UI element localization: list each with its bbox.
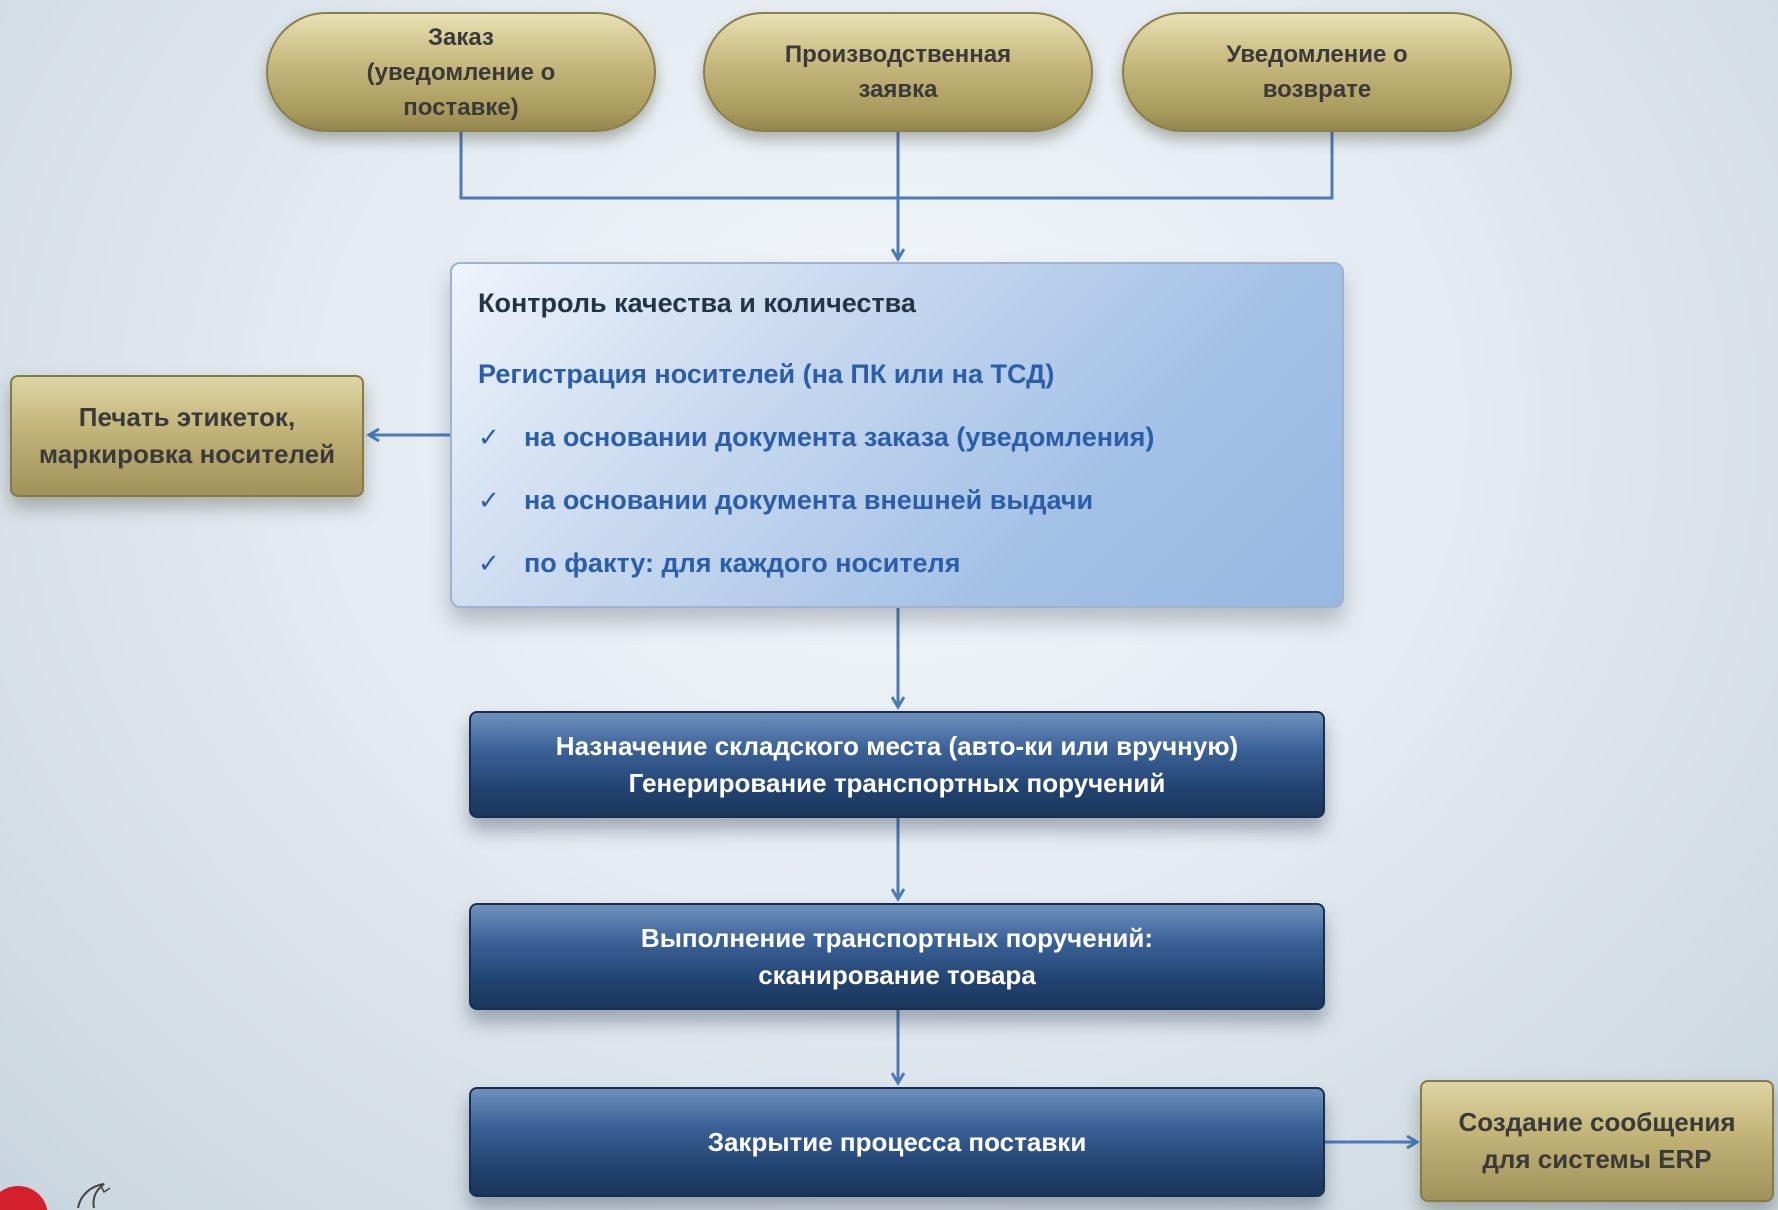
order-notice-label: Заказ (уведомление о поставке): [366, 23, 556, 121]
order-notice-node: Заказ (уведомление о поставке): [266, 12, 656, 132]
return-notice-node: Уведомление о возврате: [1122, 12, 1512, 132]
closing-label: Закрытие процесса поставки: [707, 1126, 1087, 1157]
carrier-registration-label: Регистрация носителей (на ПК или на ТСД): [478, 359, 1055, 389]
execution-label: Выполнение транспортных поручений: скани…: [640, 922, 1154, 990]
execution-node: Выполнение транспортных поручений: скани…: [469, 903, 1325, 1010]
closing-node: Закрытие процесса поставки: [469, 1087, 1325, 1197]
erp-message-label: Создание сообщения для системы ERP: [1458, 1107, 1736, 1174]
label-printing-node: Печать этикеток, маркировка носителей: [10, 375, 364, 497]
logo-icon: [0, 1183, 111, 1210]
label-printing-label: Печать этикеток, маркировка носителей: [38, 402, 336, 469]
erp-message-node: Создание сообщения для системы ERP: [1420, 1080, 1774, 1202]
check-icon: ✓: [478, 485, 500, 515]
check-icon: ✓: [478, 548, 500, 578]
assignment-node: Назначение складского места (авто-ки или…: [469, 711, 1325, 818]
return-notice-label: Уведомление о возврате: [1226, 41, 1408, 103]
assignment-label: Назначение складского места (авто-ки или…: [555, 730, 1239, 798]
quality-control-node: Контроль качества и количества Регистрац…: [450, 262, 1344, 608]
qc-item-label: по факту: для каждого носителя: [524, 548, 961, 578]
quality-control-title: Контроль качества и количества: [478, 288, 916, 318]
production-request-node: Производственная заявка: [703, 12, 1093, 132]
production-request-label: Производственная заявка: [784, 41, 1012, 103]
qc-item-external-issue-document: ✓ на основании документа внешней выдачи: [478, 485, 1316, 516]
qc-item-label: на основании документа заказа (уведомлен…: [524, 422, 1155, 452]
check-icon: ✓: [478, 422, 500, 452]
qc-item-per-carrier: ✓ по факту: для каждого носителя: [478, 548, 1316, 579]
qc-item-order-document: ✓ на основании документа заказа (уведомл…: [478, 422, 1316, 453]
qc-item-label: на основании документа внешней выдачи: [524, 485, 1094, 515]
